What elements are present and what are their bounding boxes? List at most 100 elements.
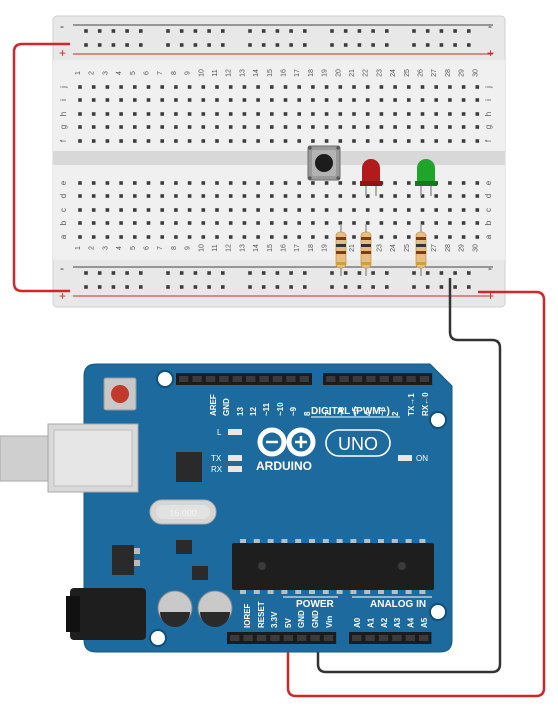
- breadboard-hole[interactable]: [407, 98, 411, 102]
- breadboard-hole[interactable]: [78, 139, 82, 143]
- breadboard-hole[interactable]: [475, 208, 480, 212]
- breadboard-hole[interactable]: [201, 194, 206, 198]
- breadboard-hole[interactable]: [215, 139, 219, 143]
- power-pin[interactable]: [243, 635, 253, 641]
- breadboard-hole[interactable]: [352, 181, 356, 185]
- breadboard-hole[interactable]: [412, 285, 416, 289]
- digital-pin[interactable]: [272, 376, 283, 382]
- breadboard-hole[interactable]: [228, 139, 233, 143]
- digital-pin[interactable]: [179, 376, 189, 382]
- breadboard-hole[interactable]: [146, 98, 151, 102]
- power-pin[interactable]: [230, 635, 240, 641]
- breadboard-hole[interactable]: [393, 125, 397, 129]
- breadboard-hole[interactable]: [475, 98, 480, 102]
- breadboard-hole[interactable]: [179, 29, 184, 33]
- power-pin[interactable]: [297, 635, 307, 641]
- breadboard-hole[interactable]: [385, 285, 389, 289]
- breadboard-hole[interactable]: [407, 208, 411, 212]
- breadboard-hole[interactable]: [311, 235, 315, 239]
- breadboard-hole[interactable]: [393, 235, 397, 239]
- breadboard-hole[interactable]: [461, 85, 466, 89]
- breadboard-hole[interactable]: [270, 221, 274, 225]
- breadboard-hole[interactable]: [256, 139, 260, 143]
- breadboard-hole[interactable]: [297, 181, 301, 185]
- breadboard-hole[interactable]: [297, 221, 301, 225]
- breadboard-hole[interactable]: [425, 285, 430, 289]
- breadboard-hole[interactable]: [338, 98, 343, 102]
- breadboard-hole[interactable]: [407, 139, 411, 143]
- breadboard-hole[interactable]: [365, 139, 370, 143]
- breadboard-hole[interactable]: [166, 43, 170, 47]
- resistor-icon[interactable]: [360, 224, 372, 276]
- breadboard-hole[interactable]: [338, 221, 343, 225]
- breadboard-hole[interactable]: [357, 285, 362, 289]
- breadboard-hole[interactable]: [146, 85, 151, 89]
- digital-pin[interactable]: [219, 376, 229, 382]
- breadboard-hole[interactable]: [91, 139, 96, 143]
- breadboard-hole[interactable]: [393, 194, 397, 198]
- breadboard-hole[interactable]: [139, 29, 143, 33]
- breadboard-hole[interactable]: [407, 194, 411, 198]
- breadboard-hole[interactable]: [461, 98, 466, 102]
- breadboard-hole[interactable]: [461, 112, 466, 116]
- breadboard-hole[interactable]: [105, 125, 110, 129]
- breadboard-hole[interactable]: [453, 271, 457, 275]
- breadboard-hole[interactable]: [270, 208, 274, 212]
- breadboard-hole[interactable]: [119, 181, 123, 185]
- breadboard-hole[interactable]: [448, 85, 452, 89]
- breadboard-hole[interactable]: [420, 139, 425, 143]
- breadboard-hole[interactable]: [125, 285, 129, 289]
- breadboard-hole[interactable]: [105, 235, 110, 239]
- breadboard-hole[interactable]: [357, 43, 362, 47]
- breadboard-hole[interactable]: [221, 285, 225, 289]
- breadboard-hole[interactable]: [365, 85, 370, 89]
- breadboard-hole[interactable]: [330, 43, 334, 47]
- breadboard-hole[interactable]: [379, 235, 384, 239]
- digital-pin[interactable]: [246, 376, 256, 382]
- digital-header[interactable]: [176, 373, 433, 385]
- breadboard-hole[interactable]: [133, 208, 137, 212]
- breadboard-hole[interactable]: [78, 194, 82, 198]
- breadboard-hole[interactable]: [343, 285, 348, 289]
- power-pin[interactable]: [256, 635, 267, 641]
- breadboard-hole[interactable]: [201, 98, 206, 102]
- power-pin[interactable]: [310, 635, 320, 641]
- digital-pin[interactable]: [192, 376, 202, 382]
- breadboard-hole[interactable]: [91, 208, 96, 212]
- breadboard-hole[interactable]: [365, 98, 370, 102]
- breadboard-hole[interactable]: [311, 221, 315, 225]
- breadboard-hole[interactable]: [407, 221, 411, 225]
- breadboard-hole[interactable]: [215, 194, 219, 198]
- breadboard-hole[interactable]: [256, 98, 260, 102]
- breadboard-hole[interactable]: [84, 271, 88, 275]
- breadboard-hole[interactable]: [105, 181, 110, 185]
- breadboard-hole[interactable]: [365, 194, 370, 198]
- breadboard-hole[interactable]: [133, 98, 137, 102]
- breadboard-hole[interactable]: [146, 181, 151, 185]
- breadboard-hole[interactable]: [407, 112, 411, 116]
- breadboard-hole[interactable]: [393, 221, 397, 225]
- breadboard-hole[interactable]: [448, 221, 452, 225]
- breadboard-hole[interactable]: [434, 85, 438, 89]
- breadboard-hole[interactable]: [352, 208, 356, 212]
- breadboard-hole[interactable]: [119, 208, 123, 212]
- breadboard-hole[interactable]: [297, 194, 301, 198]
- breadboard-hole[interactable]: [379, 112, 384, 116]
- breadboard-hole[interactable]: [283, 139, 288, 143]
- breadboard-hole[interactable]: [475, 112, 480, 116]
- breadboard-hole[interactable]: [343, 43, 348, 47]
- breadboard-hole[interactable]: [119, 221, 123, 225]
- resistor-icon[interactable]: [335, 224, 347, 276]
- breadboard-hole[interactable]: [439, 271, 444, 275]
- breadboard-hole[interactable]: [365, 208, 370, 212]
- breadboard-hole[interactable]: [475, 181, 480, 185]
- breadboard-hole[interactable]: [174, 221, 178, 225]
- breadboard-hole[interactable]: [434, 221, 438, 225]
- breadboard-hole[interactable]: [215, 85, 219, 89]
- breadboard-hole[interactable]: [297, 112, 301, 116]
- breadboard-hole[interactable]: [97, 43, 102, 47]
- breadboard-hole[interactable]: [270, 125, 274, 129]
- breadboard-hole[interactable]: [166, 271, 170, 275]
- breadboard-hole[interactable]: [379, 139, 384, 143]
- breadboard-hole[interactable]: [221, 29, 225, 33]
